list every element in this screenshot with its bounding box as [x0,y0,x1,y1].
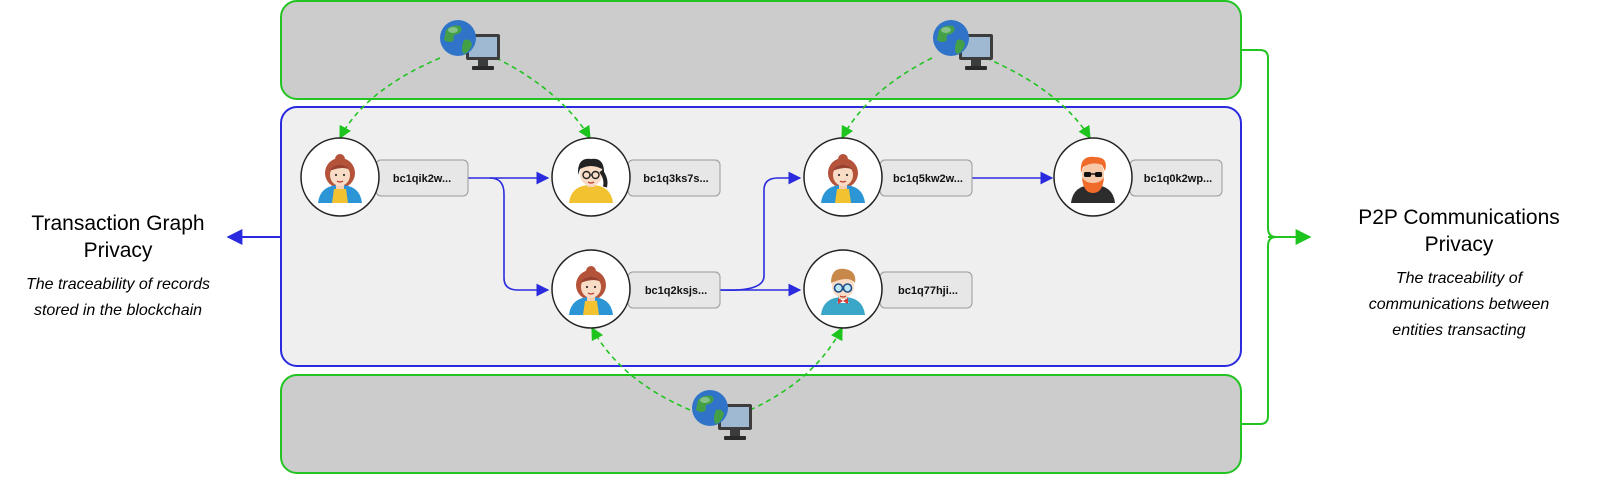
wallet-node-n2: bc1q3ks7s... [551,137,721,217]
address-label: bc1q5kw2w... [893,173,963,185]
p2p-edge-pc1-n2 [495,57,591,140]
p2p-edge-pc3-n6 [749,326,843,411]
address-label: bc1q0k2wp... [1144,173,1212,185]
p2p-communications-privacy-panel: P2P Communications Privacy The traceabil… [1318,204,1600,344]
p2p-edge-pc3-n5 [591,326,691,411]
p2p-edges [339,57,1091,411]
title-line: P2P Communications [1358,206,1560,229]
description-line: entities transacting [1392,322,1526,339]
p2p-edge-pc2-n4 [985,57,1091,140]
p2p-network-band-bottom [280,374,1242,474]
title-line: Privacy [83,239,153,262]
address-label: bc1q77hji... [898,285,958,297]
panel-description: The traceability of communications betwe… [1318,266,1600,344]
description-line: communications between [1368,296,1550,313]
wallet-node-n6: bc1q77hji... [803,249,973,329]
title-line: Privacy [1424,233,1494,256]
wallet-node-n4: bc1q0k2wp... [1053,137,1223,217]
description-line: The traceability of records [25,276,211,293]
title-line: Transaction Graph [31,212,205,235]
description-line: stored in the blockchain [33,302,203,319]
p2p-network-band-top [280,0,1242,100]
panel-description: The traceability of records stored in th… [0,272,236,324]
edge-n1-n5 [489,177,550,297]
address-label: bc1q3ks7s... [643,173,708,185]
transaction-graph-privacy-panel: Transaction Graph Privacy The traceabili… [0,210,236,324]
panel-title: P2P Communications Privacy [1318,204,1600,258]
p2p-edge-pc1-n1 [339,57,441,140]
p2p-edge-pc2-n3 [841,57,933,140]
wallet-node-n1: bc1qik2w... [300,137,469,217]
address-label: bc1q2ksjs... [645,285,707,297]
wallet-node-n5: bc1q2ksjs... [551,249,721,329]
transaction-edges [468,171,1054,297]
blockchain-transaction-area [280,106,1242,367]
address-label: bc1qik2w... [393,173,451,185]
wallet-node-n3: bc1q5kw2w... [803,137,973,217]
description-line: The traceability of [1395,270,1523,287]
panel-title: Transaction Graph Privacy [0,210,236,264]
